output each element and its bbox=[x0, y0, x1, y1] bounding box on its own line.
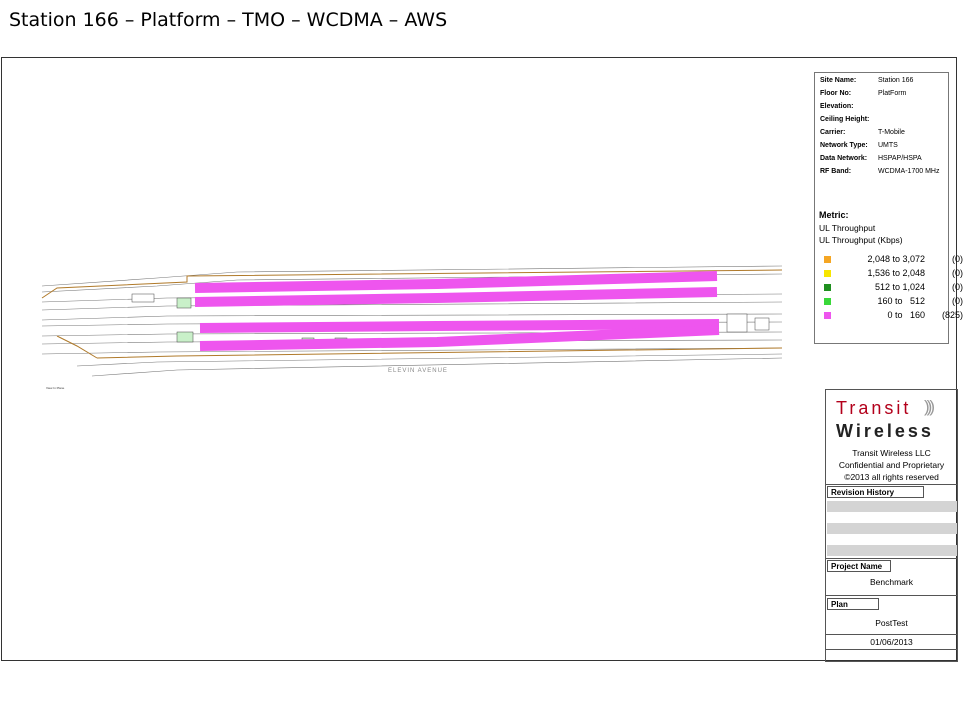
legend-swatch bbox=[824, 255, 831, 263]
legend-swatch bbox=[824, 283, 831, 291]
info-row-carrier: Carrier: T-Mobile bbox=[820, 129, 905, 141]
legend-item: 1,536 to 2,048 (0) bbox=[824, 267, 963, 279]
project-name-value: Benchmark bbox=[870, 577, 913, 587]
revision-history-label: Revision History bbox=[827, 486, 924, 498]
wireless-signal-icon: ))) bbox=[924, 397, 935, 416]
plan-label: Plan bbox=[827, 598, 879, 610]
date-value: 01/06/2013 bbox=[870, 637, 913, 647]
divider bbox=[826, 595, 957, 596]
revision-row bbox=[827, 545, 957, 556]
info-value: HSPAP/HSPA bbox=[878, 155, 922, 162]
divider bbox=[826, 634, 957, 635]
info-value: T-Mobile bbox=[878, 129, 905, 136]
throughput-trace-north bbox=[194, 271, 718, 307]
legend-item: 0 to 160 (825) bbox=[824, 309, 963, 321]
info-label: Elevation: bbox=[820, 103, 854, 110]
throughput-trace-south bbox=[199, 319, 720, 351]
revision-row bbox=[827, 501, 957, 512]
info-value: UMTS bbox=[878, 142, 898, 149]
legend-range: 2,048 to 3,072 bbox=[867, 254, 925, 264]
legend-item: 2,048 to 3,072 (0) bbox=[824, 253, 963, 265]
plan-caption: View In Plane bbox=[46, 386, 65, 390]
divider bbox=[826, 484, 957, 485]
revision-row bbox=[827, 523, 957, 534]
plan-value: PostTest bbox=[875, 618, 908, 628]
legend-range: 0 to 160 bbox=[887, 310, 925, 320]
metric-name: UL Throughput bbox=[819, 223, 876, 233]
street-label: ELEVIN AVENUE bbox=[388, 368, 448, 374]
site-info-box: Site Name: Station 166 Floor No: PlatFor… bbox=[814, 72, 963, 344]
info-row-network-type: Network Type: UMTS bbox=[820, 142, 898, 154]
legend-swatch bbox=[824, 311, 831, 319]
info-label: Network Type: bbox=[820, 142, 868, 149]
legend-count: (0) bbox=[952, 282, 963, 292]
logo-transit: Transit bbox=[836, 398, 912, 418]
legend-item: 160 to 512 (0) bbox=[824, 295, 963, 307]
legend-count: (0) bbox=[952, 254, 963, 264]
legend-range: 1,536 to 2,048 bbox=[867, 268, 925, 278]
logo-wireless: Wireless bbox=[836, 421, 934, 441]
metric-unit: UL Throughput (Kbps) bbox=[819, 235, 903, 245]
project-name-label: Project Name bbox=[827, 560, 891, 572]
legend-range: 512 to 1,024 bbox=[874, 282, 925, 292]
info-row-site-name: Site Name: Station 166 bbox=[820, 77, 913, 89]
info-row-elevation: Elevation: bbox=[820, 103, 878, 115]
info-label: Floor No: bbox=[820, 90, 852, 97]
legend-count: (0) bbox=[952, 296, 963, 306]
legend-swatch bbox=[824, 297, 831, 305]
confidential-notice: Confidential and Proprietary bbox=[838, 460, 945, 470]
info-row-ceiling: Ceiling Height: bbox=[820, 116, 878, 128]
legend-item: 512 to 1,024 (0) bbox=[824, 281, 963, 293]
title-block: Transit ))) Wireless Transit Wireless LL… bbox=[825, 389, 958, 662]
info-value: WCDMA-1700 MHz bbox=[878, 168, 940, 175]
legend-count: (825) bbox=[941, 310, 963, 320]
info-row-data-network: Data Network: HSPAP/HSPA bbox=[820, 155, 922, 167]
company-name: Transit Wireless LLC bbox=[852, 448, 931, 458]
info-label: Ceiling Height: bbox=[820, 116, 870, 123]
info-label: RF Band: bbox=[820, 168, 852, 175]
info-value: PlatForm bbox=[878, 90, 907, 97]
info-label: Carrier: bbox=[820, 129, 846, 136]
drawing-sheet bbox=[1, 57, 957, 661]
legend-count: (0) bbox=[952, 268, 963, 278]
legend-swatch bbox=[824, 269, 831, 277]
platform-outline bbox=[41, 269, 783, 359]
slide-title: Station 166 – Platform – TMO – WCDMA – A… bbox=[9, 9, 448, 31]
info-row-floor: Floor No: PlatForm bbox=[820, 90, 906, 102]
info-value: Station 166 bbox=[878, 77, 914, 84]
divider bbox=[826, 649, 957, 650]
info-label: Site Name: bbox=[820, 77, 857, 84]
legend-range: 160 to 512 bbox=[877, 296, 925, 306]
platform-floor-plan bbox=[41, 265, 783, 377]
copyright-notice: ©2013 all rights reserved bbox=[844, 472, 939, 482]
info-row-rf-band: RF Band: WCDMA-1700 MHz bbox=[820, 168, 939, 180]
divider bbox=[826, 558, 957, 559]
info-label: Data Network: bbox=[820, 155, 868, 162]
metric-heading: Metric: bbox=[819, 210, 849, 220]
